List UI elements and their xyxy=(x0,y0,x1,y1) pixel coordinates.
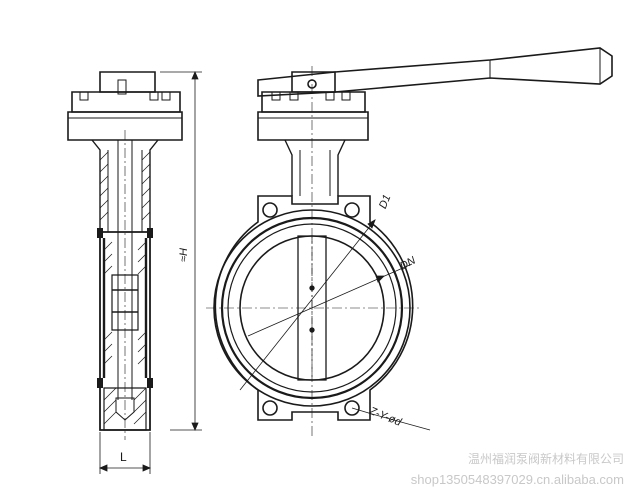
bolt-hole-bottom-left xyxy=(262,400,278,416)
front-top-flange xyxy=(257,71,369,141)
bolt-hole-top-right xyxy=(344,202,360,218)
bolt-hole-bottom-right xyxy=(344,400,360,416)
dimension-H-label: ≈H xyxy=(178,248,190,262)
dim-L xyxy=(98,432,152,474)
side-body xyxy=(97,130,153,440)
dim-leaders xyxy=(239,219,431,431)
front-centerlines xyxy=(206,66,420,436)
watermark-company: 温州福润泵阀新材料有限公司 xyxy=(467,452,624,466)
front-view xyxy=(206,47,613,436)
side-top-flange xyxy=(67,71,183,141)
bolt-hole-top-left xyxy=(262,202,278,218)
watermark-shop-url: shop1350548397029.cn.alibaba.com xyxy=(410,472,624,487)
side-section-view xyxy=(67,70,202,474)
dim-H xyxy=(160,70,202,432)
front-neck xyxy=(284,139,346,196)
dimension-L-label: L xyxy=(120,450,127,464)
side-neck xyxy=(91,139,159,232)
